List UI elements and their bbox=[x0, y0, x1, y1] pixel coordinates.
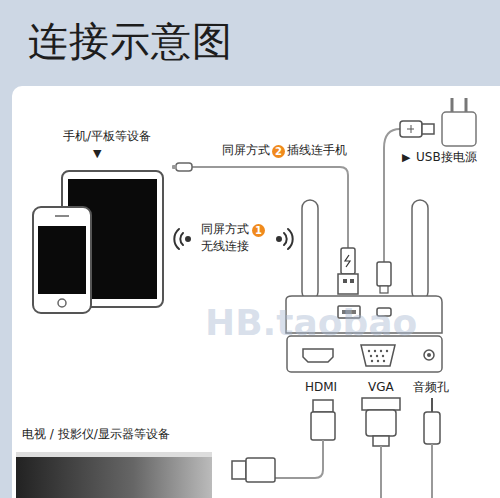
mode-label: 同屏方式 bbox=[201, 223, 249, 237]
callout-number: 1 bbox=[252, 224, 265, 237]
arrow-glyph: ▶ bbox=[402, 152, 410, 165]
page-title: 连接示意图 bbox=[28, 14, 233, 69]
port-label: VGA bbox=[368, 381, 394, 395]
device-label: 手机/平板等设备 bbox=[63, 130, 151, 144]
power-label: USB接电源 bbox=[416, 151, 477, 165]
arrow-glyph: ▼ bbox=[93, 148, 101, 161]
mode-label: 插线连手机 bbox=[287, 144, 347, 158]
callout-number: 2 bbox=[272, 145, 285, 158]
mode-label: 同屏方式 bbox=[222, 144, 270, 158]
port-label: 音频孔 bbox=[413, 381, 449, 395]
watermark: HB.taobao bbox=[205, 302, 417, 343]
port-label: HDMI bbox=[305, 381, 337, 395]
mode-label: 无线连接 bbox=[201, 240, 249, 254]
display-label: 电视 / 投影仪/显示器等设备 bbox=[22, 428, 170, 442]
